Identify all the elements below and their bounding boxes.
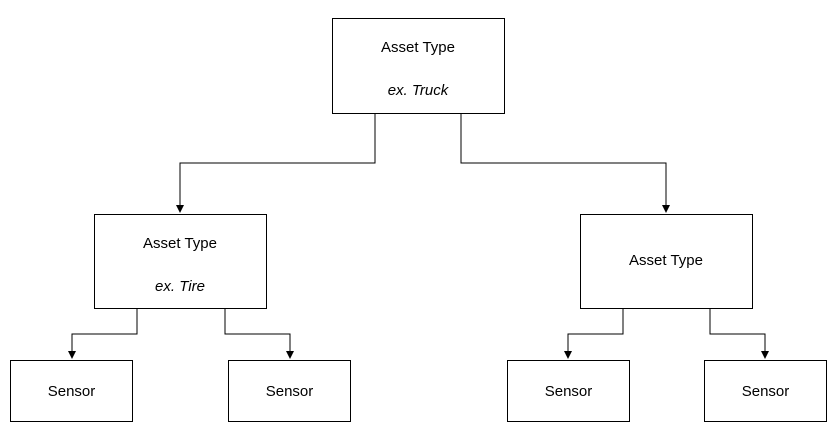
node-root-box bbox=[332, 18, 505, 114]
node-right-child-title: Asset Type bbox=[629, 252, 703, 269]
connector-right-to-sensor-4 bbox=[709, 309, 769, 359]
node-root-example: ex. Truck bbox=[388, 82, 450, 99]
node-root: Asset Type ex. Truck bbox=[332, 18, 505, 114]
sensor-node-4-label: Sensor bbox=[742, 383, 790, 400]
sensor-node-1-label: Sensor bbox=[48, 383, 96, 400]
node-left-child-box bbox=[94, 214, 267, 309]
sensor-node-4: Sensor bbox=[704, 360, 827, 422]
connector-left-to-sensor-1 bbox=[68, 309, 138, 359]
sensor-node-2-label: Sensor bbox=[266, 383, 314, 400]
node-root-title: Asset Type bbox=[381, 39, 455, 56]
sensor-node-4-box bbox=[704, 360, 827, 422]
connector-root-to-left bbox=[176, 114, 376, 213]
node-left-child-example: ex. Tire bbox=[155, 278, 205, 295]
connector-right-to-sensor-3 bbox=[564, 309, 624, 359]
sensor-node-1: Sensor bbox=[10, 360, 133, 422]
sensor-node-3: Sensor bbox=[507, 360, 630, 422]
connectors bbox=[68, 114, 769, 359]
node-right-child-box bbox=[580, 214, 753, 309]
sensor-node-2: Sensor bbox=[228, 360, 351, 422]
node-left-child: Asset Type ex. Tire bbox=[94, 214, 267, 309]
sensor-node-3-label: Sensor bbox=[545, 383, 593, 400]
sensor-node-1-box bbox=[10, 360, 133, 422]
connector-root-to-right bbox=[460, 114, 670, 213]
node-left-child-title: Asset Type bbox=[143, 235, 217, 252]
sensor-node-3-box bbox=[507, 360, 630, 422]
connector-left-to-sensor-2 bbox=[224, 309, 294, 359]
node-right-child: Asset Type bbox=[580, 214, 753, 309]
sensor-node-2-box bbox=[228, 360, 351, 422]
